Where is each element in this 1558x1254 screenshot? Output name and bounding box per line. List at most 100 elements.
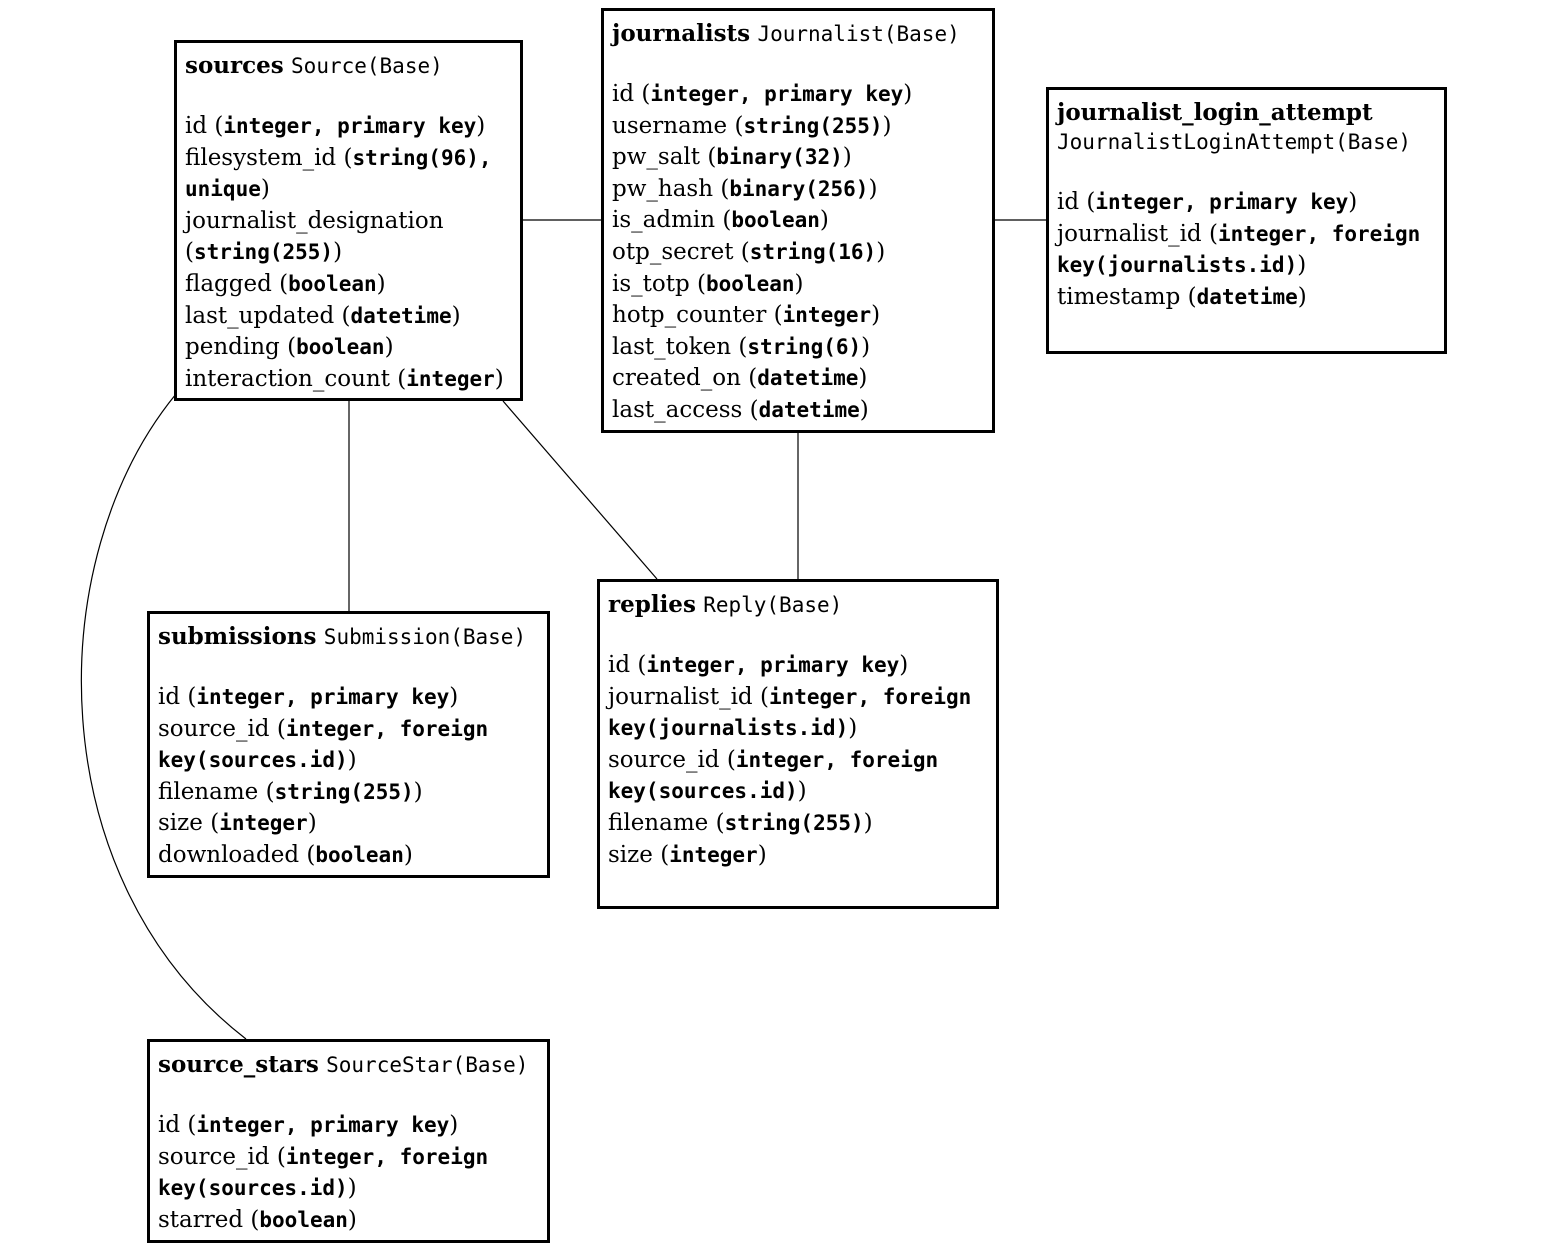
field-name: starred	[158, 1206, 244, 1233]
field-name: hotp_counter	[612, 302, 767, 329]
field-name: id	[1057, 189, 1080, 215]
field-list: id (integer, primary key)journalist_id (…	[608, 650, 988, 871]
field-type: integer, primary key	[646, 653, 900, 677]
field-row: otp_secret (string(16))	[612, 238, 886, 265]
field-row: id (integer, primary key)	[612, 81, 913, 107]
field-type: datetime	[1196, 284, 1298, 309]
field-list: id (integer, primary key) username (strin…	[612, 79, 984, 427]
field-type: boolean	[288, 271, 377, 296]
field-name: created_on	[612, 365, 741, 392]
field-name: journalist_id	[1057, 220, 1202, 247]
field-row: created_on (datetime)	[612, 365, 868, 392]
entity-header: sources Source(Base)	[185, 51, 512, 81]
field-name: pending	[185, 334, 280, 361]
field-row: filename (string(255))	[158, 778, 423, 805]
field-row: starred (boolean)	[158, 1206, 357, 1233]
field-type: integer	[406, 366, 495, 391]
field-row: flagged (boolean)	[185, 270, 386, 297]
entity-header: journalist_login_attempt JournalistLogin…	[1057, 98, 1436, 157]
field-name: filesystem_id	[185, 144, 337, 171]
entity-header: replies Reply(Base)	[608, 590, 988, 620]
field-row: last_updated (datetime)	[185, 302, 461, 329]
field-name: is_admin	[612, 207, 716, 234]
table-name: sources	[185, 52, 284, 79]
edge-sources-source-stars	[80, 393, 247, 1040]
field-row: is_totp (boolean)	[612, 270, 804, 297]
entity-replies: replies Reply(Base) id (integer, primary…	[597, 579, 999, 909]
field-type: boolean	[315, 842, 404, 867]
class-name: Reply(Base)	[703, 593, 843, 617]
field-list: id (integer, primary key) journalist_id (…	[1057, 187, 1436, 313]
field-name: id	[185, 113, 208, 139]
field-name: pw_salt	[612, 144, 701, 171]
field-type: integer, foreign key(sources.id)	[158, 716, 489, 773]
field-name: interaction_count	[185, 365, 390, 392]
field-name: last_updated	[185, 302, 335, 329]
field-row: timestamp (datetime)	[1057, 283, 1307, 310]
field-name: last_token	[612, 333, 732, 360]
field-type: string(96), unique	[185, 145, 492, 202]
field-type: boolean	[706, 271, 795, 296]
field-row: id (integer, primary key)	[158, 1112, 459, 1138]
field-row: last_access (datetime)	[612, 396, 869, 423]
class-name: JournalistLoginAttempt(Base)	[1057, 130, 1412, 154]
edge-sources-replies	[502, 400, 658, 580]
field-type: string(255)	[193, 240, 334, 265]
field-type: integer	[669, 842, 758, 867]
field-name: source_id	[158, 1143, 270, 1170]
field-list: id (integer, primary key)source_id (inte…	[158, 682, 539, 872]
field-name: size	[608, 841, 653, 868]
field-type: integer, primary key	[196, 685, 450, 709]
entity-header: source_stars SourceStar(Base)	[158, 1050, 539, 1080]
field-name: is_totp	[612, 270, 690, 297]
field-row: size (integer)	[158, 810, 317, 837]
field-name: id	[158, 684, 181, 710]
field-row: size (integer)	[608, 841, 767, 868]
field-type: integer	[219, 811, 308, 836]
field-name: last_access	[612, 396, 743, 423]
field-type: datetime	[757, 366, 859, 391]
field-type: binary(256)	[729, 176, 869, 201]
field-row: last_token (string(6))	[612, 333, 871, 360]
field-row: id (integer, primary key)	[1057, 189, 1358, 215]
class-name: Source(Base)	[291, 54, 443, 78]
field-row: interaction_count (integer)	[185, 365, 504, 392]
field-row: downloaded (boolean)	[158, 841, 413, 868]
field-type: integer, foreign key(journalists.id)	[1057, 221, 1421, 278]
field-name: id	[612, 81, 635, 107]
field-type: string(255)	[743, 113, 883, 138]
field-name: timestamp	[1057, 283, 1181, 310]
field-type: integer, foreign key(journalists.id)	[608, 684, 972, 741]
field-type: integer, foreign key(sources.id)	[608, 747, 939, 804]
entity-header: submissions Submission(Base)	[158, 622, 539, 652]
field-row: pw_salt (binary(32))	[612, 144, 852, 171]
field-type: datetime	[350, 303, 452, 328]
field-row: hotp_counter (integer)	[612, 302, 881, 329]
class-name: Journalist(Base)	[757, 22, 960, 46]
field-name: flagged	[185, 270, 272, 297]
field-name: otp_secret	[612, 238, 734, 265]
field-row: source_id (integer, foreign key(sources.…	[158, 715, 489, 774]
table-name: submissions	[158, 623, 317, 650]
field-name: filename	[158, 778, 259, 805]
entity-journalists: journalists Journalist(Base) id (integer…	[601, 8, 995, 433]
field-row: filesystem_id (string(96), unique)	[185, 144, 492, 203]
field-row: pw_hash (binary(256))	[612, 175, 878, 202]
field-type: integer	[782, 303, 872, 328]
field-row: source_id (integer, foreign key(sources.…	[608, 746, 939, 805]
field-row: username (string(255))	[612, 112, 892, 139]
field-row: filename (string(255))	[608, 809, 873, 836]
field-type: integer, primary key	[650, 82, 904, 106]
field-name: source_id	[608, 746, 720, 773]
field-list: id (integer, primary key)filesystem_id (…	[185, 111, 512, 395]
field-name: id	[158, 1112, 181, 1138]
entity-sources: sources Source(Base) id (integer, primar…	[174, 40, 523, 401]
field-type: integer, foreign key(sources.id)	[158, 1144, 489, 1201]
field-type: datetime	[758, 397, 860, 422]
field-row: journalist_id (integer, foreign key(jour…	[1057, 220, 1421, 279]
field-row: is_admin (boolean)	[612, 207, 829, 234]
field-type: integer, primary key	[223, 114, 477, 138]
field-name: journalist_id	[608, 683, 753, 710]
